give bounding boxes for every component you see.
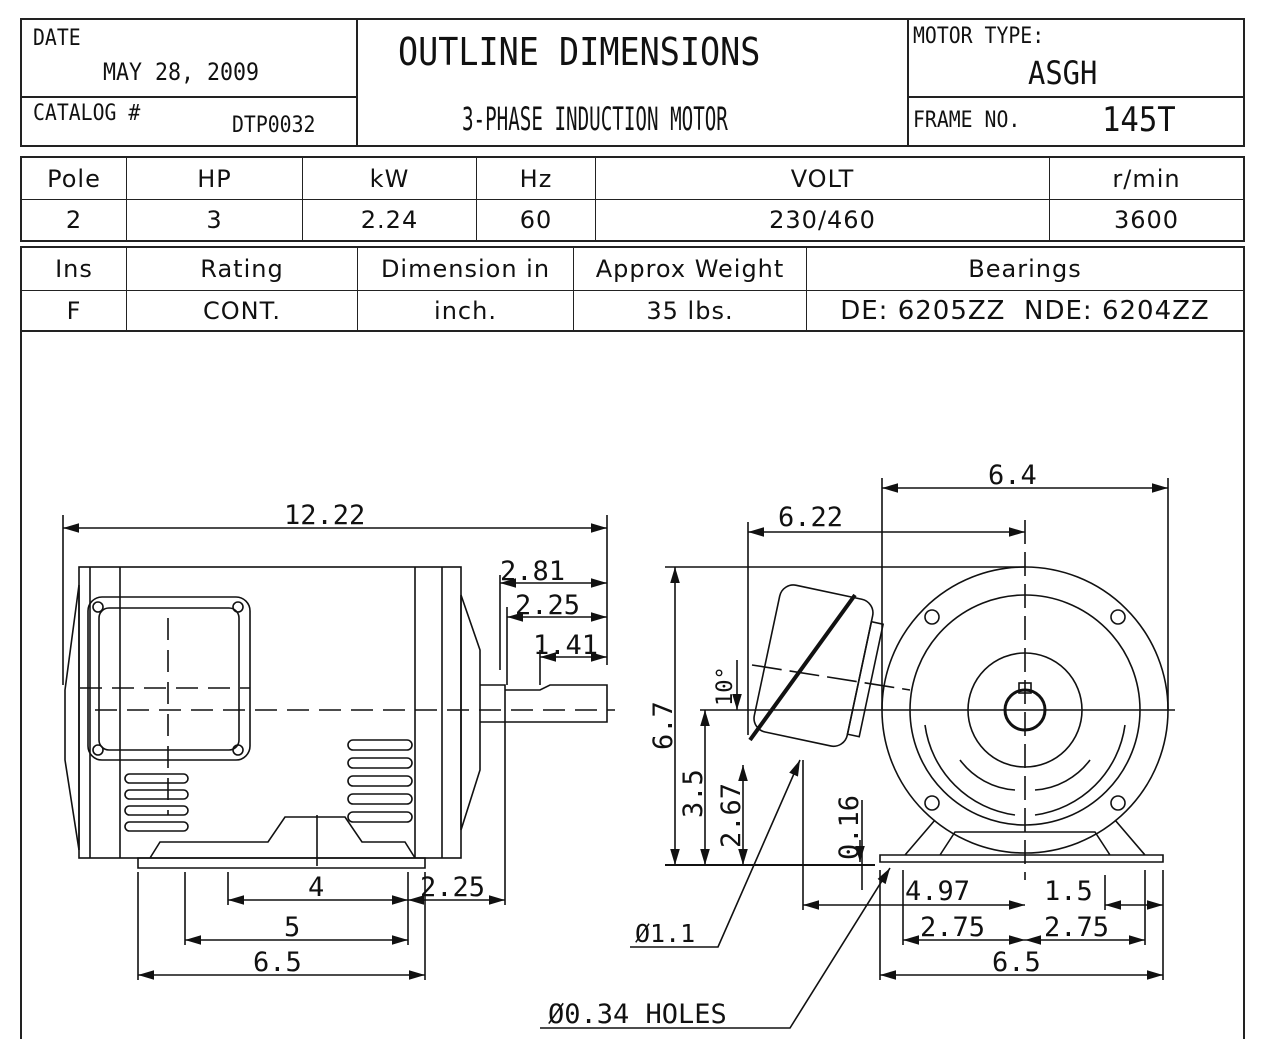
dim-conduit-offset: 4.97 <box>905 876 970 907</box>
value-dimension: inch. <box>358 291 574 330</box>
motor-type-value: ASGH <box>1028 54 1098 92</box>
frame-label: FRAME NO. <box>913 108 1021 133</box>
dim-foot-spacing: 5 <box>284 912 300 943</box>
divider <box>20 96 357 98</box>
mount-holes-label: Ø0.34 HOLES <box>548 999 727 1030</box>
value-rpm: 3600 <box>1113 206 1180 234</box>
end-foot <box>879 819 1164 863</box>
conduit-hole-label: Ø1.1 <box>635 919 695 948</box>
value-hp: 3 <box>127 200 303 240</box>
dim-foot-to-shoulder: 2.25 <box>420 872 485 903</box>
leader-conduit-hole <box>630 759 801 948</box>
divider <box>907 18 909 147</box>
front-end-bell <box>460 594 481 831</box>
dim-tilt-angle: 10° <box>713 666 738 706</box>
dim-overall-height: 6.7 <box>648 701 679 750</box>
header-block <box>20 18 1245 147</box>
drawing-frame-left <box>20 330 22 1039</box>
dim-foot-thickness: 0.16 <box>834 795 865 860</box>
spec-table-2: Ins Rating Dimension in Approx Weight Be… <box>20 246 1245 332</box>
header-kw: kW <box>303 158 477 200</box>
dim-overall-width: 6.4 <box>988 460 1037 491</box>
dim-box-offset: 6.22 <box>778 502 843 533</box>
divider <box>356 18 358 147</box>
dim-half-spacing-left: 2.75 <box>920 912 985 943</box>
conduit-box <box>87 596 251 761</box>
spec-table-1: Pole HP kW Hz VOLT r/min 2 3 2.24 60 230… <box>20 156 1245 242</box>
catalog-label: CATALOG # <box>33 101 141 126</box>
dim-shaft-height: 3.5 <box>678 769 709 818</box>
dim-half-spacing-right: 2.75 <box>1044 912 1109 943</box>
leader-mount-holes <box>540 867 891 1029</box>
header-bearings: Bearings <box>807 248 1243 291</box>
value-hz: 60 <box>477 200 596 240</box>
header-dimension: Dimension in <box>358 248 574 291</box>
terminal-box-end <box>753 584 885 748</box>
end-view: 6.4 6.22 6.7 3.5 2.67 10° 0.16 4.97 1.5 … <box>540 460 1175 1030</box>
dim-foot-edge: 1.5 <box>1044 876 1093 907</box>
header-volt: VOLT <box>596 158 1050 200</box>
dim-shaft-length: 2.25 <box>515 590 580 621</box>
header-rating: Rating <box>127 248 358 291</box>
dim-overall-length: 12.22 <box>284 500 365 531</box>
dim-shaft-ext: 2.81 <box>500 556 565 587</box>
value-kw: 2.24 <box>303 200 477 240</box>
motor-type-label: MOTOR TYPE: <box>913 24 1045 49</box>
value-volt: 230/460 <box>596 200 1050 240</box>
header-weight: Approx Weight <box>574 248 807 291</box>
value-pole: 2 <box>22 200 127 240</box>
rear-end-bell <box>64 584 80 851</box>
header-hz: Hz <box>477 158 596 200</box>
vent-slots <box>124 739 413 832</box>
dim-keyway-length: 1.41 <box>533 630 598 661</box>
shaft <box>480 684 608 723</box>
value-ins: F <box>22 291 127 330</box>
value-weight: 35 lbs. <box>574 291 807 330</box>
divider <box>907 96 1245 98</box>
header-pole: Pole <box>22 158 127 200</box>
header-rpm: r/min <box>1050 158 1243 200</box>
header-ins: Ins <box>22 248 127 291</box>
catalog-value: DTP0032 <box>232 113 316 138</box>
dim-foot-hole-spacing: 4 <box>308 872 324 903</box>
dim-base-width: 6.5 <box>992 947 1041 978</box>
value-bearings: DE: 6205ZZ NDE: 6204ZZ <box>840 295 1210 326</box>
page-subtitle: 3-PHASE INDUCTION MOTOR <box>462 100 728 138</box>
page-title: OUTLINE DIMENSIONS <box>398 30 761 74</box>
date-label: DATE <box>33 26 81 51</box>
value-rating: CONT. <box>127 291 358 330</box>
header-hp: HP <box>127 158 303 200</box>
date-value: MAY 28, 2009 <box>103 58 260 86</box>
motor-foot <box>137 816 426 869</box>
drawing-frame-right <box>1243 330 1245 1039</box>
side-view: 12.22 2.81 2.25 1.41 4 2.25 5 6.5 <box>62 500 615 980</box>
dim-conduit-height: 2.67 <box>716 783 747 848</box>
dim-base-length: 6.5 <box>253 947 302 978</box>
frame-value: 145T <box>1102 100 1176 140</box>
